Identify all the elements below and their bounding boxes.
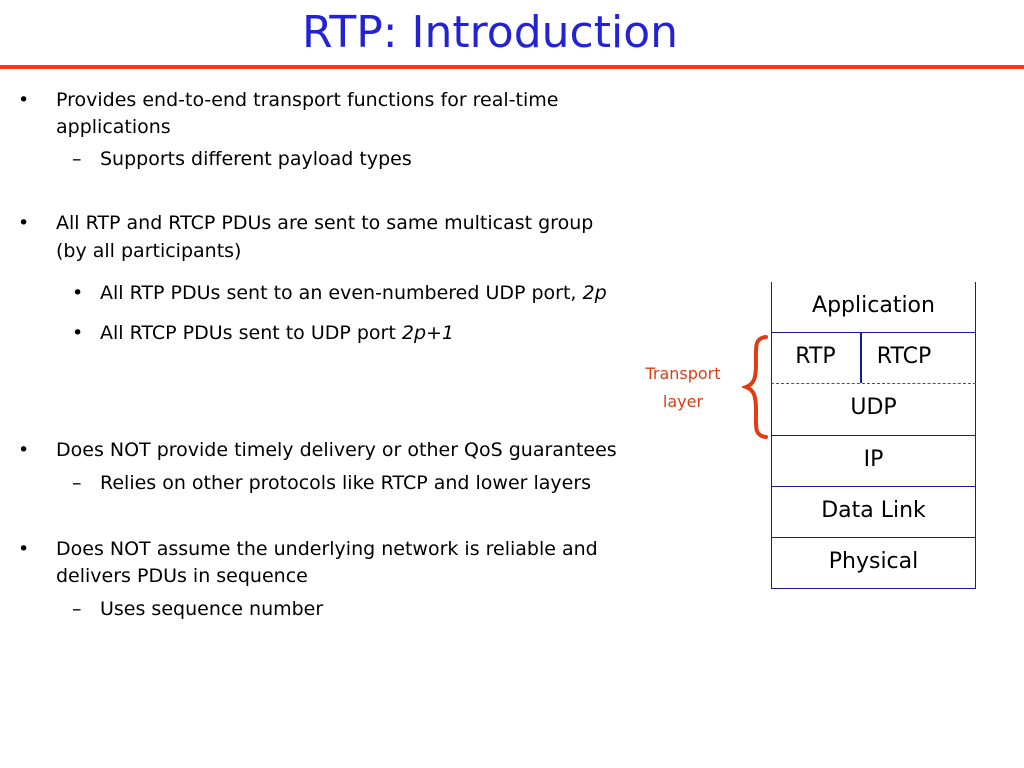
bullet-1-line-2: applications (56, 116, 171, 138)
left-curly-brace-icon (742, 335, 768, 439)
transport-label-line-2: layer (662, 392, 704, 411)
bullet-2-line-1: All RTP and RTCP PDUs are sent to same m… (56, 212, 594, 234)
rtp-rtcp-divider (860, 333, 862, 383)
title-divider (0, 65, 1024, 69)
bullet-marker: • (72, 282, 84, 304)
stack-rule (771, 537, 976, 538)
bullet-1-line-1: Provides end-to-end transport functions … (56, 89, 559, 111)
layer-data-link: Data Link (821, 498, 926, 523)
protocol-stack: Application RTP RTCP UDP IP Data Link Ph… (771, 282, 976, 589)
bullet-marker: • (18, 439, 30, 461)
dash-marker: – (72, 598, 82, 620)
bullet-marker: • (72, 322, 84, 344)
dash-marker: – (72, 472, 82, 494)
bullet-2-sub-1: All RTP PDUs sent to an even-numbered UD… (100, 280, 607, 307)
bullet-2-sub-2-em: 2p+1 (401, 322, 455, 344)
bullet-marker: • (18, 538, 30, 560)
stack-rule (771, 486, 976, 487)
bullet-marker: • (18, 212, 30, 234)
layer-udp: UDP (850, 395, 897, 420)
bullet-marker: • (18, 89, 30, 111)
layer-application: Application (812, 293, 935, 318)
transport-label-line-1: Transport (645, 364, 721, 383)
stack-rule (771, 588, 976, 589)
stack-rule (771, 332, 976, 333)
bullet-4-sub-1: Uses sequence number (100, 598, 324, 620)
dash-marker: – (72, 148, 82, 170)
layer-rtcp: RTCP (876, 344, 932, 369)
slide-title: RTP: Introduction (301, 7, 679, 58)
layer-ip: IP (863, 447, 884, 472)
bullet-3-sub-1: Relies on other protocols like RTCP and … (100, 472, 592, 494)
bullet-1-sub-1: Supports different payload types (100, 148, 412, 170)
bullet-4-line-2: delivers PDUs in sequence (56, 565, 308, 587)
bullet-4-line-1: Does NOT assume the underlying network i… (56, 538, 598, 560)
bullet-2-sub-2: All RTCP PDUs sent to UDP port 2p+1 (100, 320, 454, 347)
bullet-2-sub-1-text: All RTP PDUs sent to an even-numbered UD… (100, 282, 583, 304)
bullet-3-line-1: Does NOT provide timely delivery or othe… (56, 439, 617, 461)
layer-rtp: RTP (795, 344, 836, 369)
bullet-2-sub-2-text: All RTCP PDUs sent to UDP port (100, 322, 402, 344)
bullet-2-line-2: (by all participants) (56, 240, 242, 262)
layer-physical: Physical (828, 549, 919, 574)
stack-dashed-rule (771, 383, 976, 384)
bullet-2-sub-1-em: 2p (582, 282, 607, 304)
stack-rule (771, 435, 976, 436)
